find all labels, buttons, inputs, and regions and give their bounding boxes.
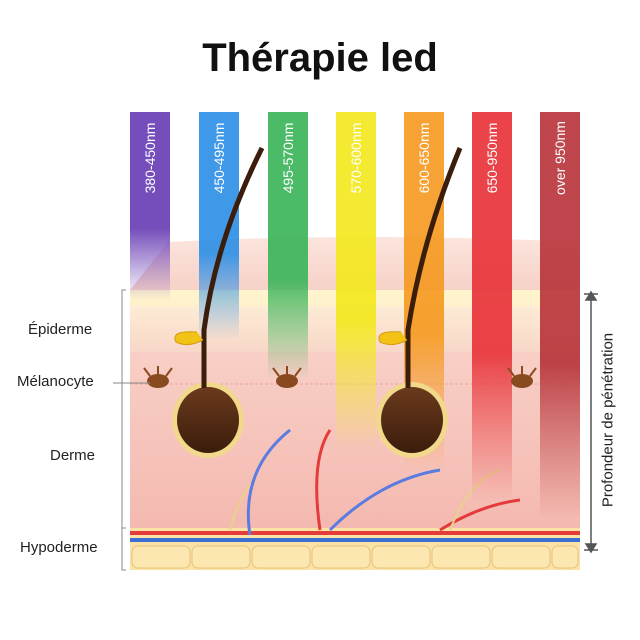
band-label-7: over 950nm bbox=[552, 121, 568, 195]
hair-follicle bbox=[376, 147, 463, 458]
dermis-label: Derme bbox=[50, 447, 96, 464]
fat-cells bbox=[131, 545, 579, 569]
hypodermis-label: Hypoderme bbox=[20, 539, 98, 556]
band-label-4: 570-600nm bbox=[348, 123, 364, 194]
band-label-1: 380-450nm bbox=[142, 123, 158, 194]
band-label-5: 600-650nm bbox=[416, 123, 432, 194]
band-6 bbox=[472, 112, 512, 500]
depth-label: Profondeur de pénétration bbox=[599, 332, 617, 508]
band-7 bbox=[540, 112, 580, 520]
band-3 bbox=[268, 112, 308, 380]
melanocyte-cell bbox=[143, 366, 173, 388]
blood-vessels bbox=[130, 428, 580, 542]
hair-follicle bbox=[172, 146, 265, 458]
light-bands: 380-450nm 450-495nm 495-570nm 570-600nm 600-… bbox=[130, 112, 580, 520]
band-2 bbox=[199, 112, 239, 340]
title: Thérapie led bbox=[202, 36, 438, 80]
depth-arrow bbox=[584, 290, 598, 554]
melanocyte-cell bbox=[507, 366, 537, 388]
band-label-2: 450-495nm bbox=[211, 123, 227, 194]
layer-brackets bbox=[113, 289, 150, 571]
band-label-3: 495-570nm bbox=[280, 123, 296, 194]
melanocyte-cell bbox=[272, 366, 302, 388]
epidermis-label: Épiderme bbox=[28, 321, 93, 338]
band-4 bbox=[336, 112, 376, 450]
band-label-6: 650-950nm bbox=[484, 123, 500, 194]
melanocyte-label: Mélanocyte bbox=[17, 373, 94, 390]
band-1 bbox=[130, 112, 170, 300]
